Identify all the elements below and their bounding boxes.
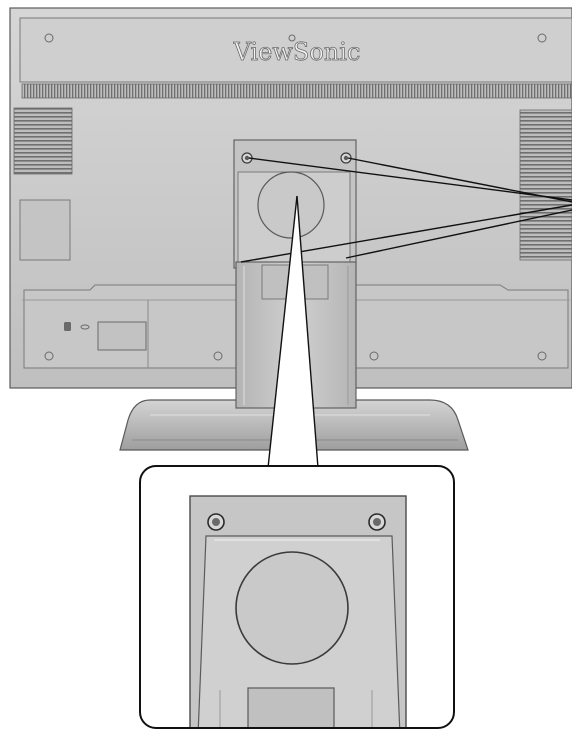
top-vent — [21, 83, 572, 99]
viewsonic-logo: ViewSonic — [233, 38, 361, 66]
screw-hole-icon — [207, 513, 386, 531]
right-vent — [519, 109, 572, 261]
zoom-wedge — [267, 195, 319, 469]
stand-hinge-circle — [257, 171, 325, 239]
screw-hole-icon — [44, 33, 547, 361]
zoom-inset — [139, 465, 455, 729]
kensington-lock-icon — [64, 322, 90, 331]
left-vent — [13, 107, 73, 175]
port-cover — [97, 321, 147, 351]
screw-hole-icon — [241, 152, 352, 164]
inset-hinge-circle — [235, 551, 349, 665]
